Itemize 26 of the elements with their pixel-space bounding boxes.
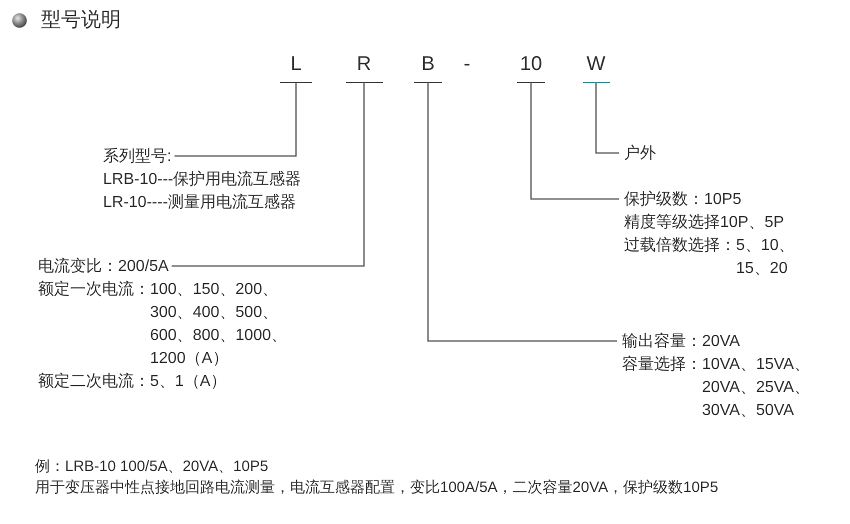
spec-heading-text: 户外 bbox=[619, 142, 656, 164]
spec-heading-text: 系列型号: bbox=[103, 144, 174, 168]
model-code-letter: L bbox=[280, 52, 312, 83]
spec-heading-text: 电流变比：200/5A bbox=[38, 254, 172, 278]
leader-line bbox=[172, 83, 365, 267]
spec-option-text: 额定二次电流：5、1（A） bbox=[38, 372, 228, 392]
leader-line bbox=[174, 83, 297, 157]
leader-line bbox=[427, 83, 617, 342]
spec-heading-text: 保护级数：10P5 bbox=[619, 188, 742, 210]
example-note: 例：LRB-10 100/5A、20VA、10P5 bbox=[35, 456, 268, 476]
model-code-number: 10 bbox=[517, 52, 545, 83]
leader-line bbox=[530, 83, 619, 200]
code-separator: - bbox=[464, 52, 470, 76]
usage-note: 用于变压器中性点接地回路电流测量，电流互感器配置，变比100A/5A，二次容量20VA，保护级数10P5 bbox=[35, 478, 718, 496]
spec-option-text: 额定一次电流：100、150、200、300、400、500、600、800、1000、1200（A） bbox=[38, 280, 288, 368]
leader-line bbox=[595, 83, 619, 154]
spec-option-text: 精度等级选择10P、5P bbox=[624, 212, 786, 232]
model-code-letter: B bbox=[414, 52, 442, 83]
spec-option-text: 容量选择：10VA、15VA、20VA、25VA、30VA、50VA bbox=[622, 354, 811, 420]
model-code-letter: R bbox=[346, 52, 382, 83]
spec-heading-text: 输出容量：20VA bbox=[617, 330, 740, 352]
model-code-letter: W bbox=[582, 52, 610, 83]
spec-option-text: LRB-10---保护用电流互感器 bbox=[103, 170, 302, 190]
section-title: 型号说明 bbox=[41, 8, 121, 32]
spec-option-text: LR-10----测量用电流互感器 bbox=[103, 192, 297, 212]
spec-option-text: 过载倍数选择：5、10、15、20 bbox=[624, 236, 796, 278]
